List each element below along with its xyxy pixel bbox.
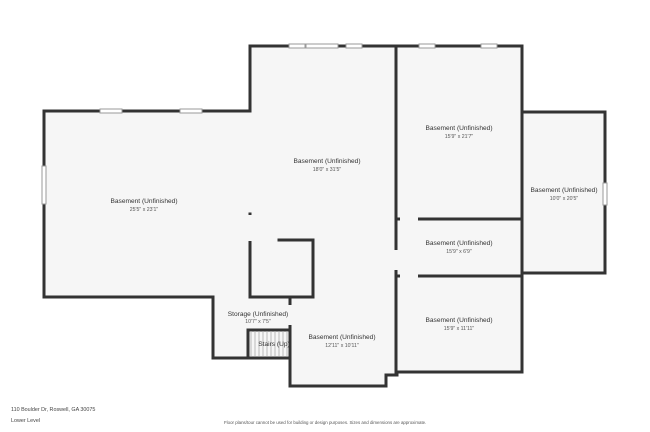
room-name: Basement (Unfinished) xyxy=(425,125,492,132)
address-text: 110 Boulder Dr, Roswell, GA 30075 xyxy=(11,407,96,413)
disclaimer-text: Floor plans/tour cannot be used for buil… xyxy=(224,420,427,425)
room-labels: Basement (Unfinished) 25'5" x 23'1" Base… xyxy=(110,125,597,349)
door-opening xyxy=(288,305,292,325)
room-dimensions: 18'0" x 31'5" xyxy=(313,167,342,173)
room-name: Basement (Unfinished) xyxy=(308,334,375,341)
room-name: Basement (Unfinished) xyxy=(425,240,492,247)
room-fills xyxy=(44,46,605,386)
room-dimensions: 10'7" x 7'5" xyxy=(245,319,271,325)
door-openings xyxy=(248,215,418,325)
window xyxy=(179,108,203,114)
window xyxy=(345,43,363,49)
room-dimensions: 15'9" x 6'9" xyxy=(446,249,472,255)
window xyxy=(288,43,306,49)
window xyxy=(602,182,608,206)
room-dimensions: 12'11" x 10'11" xyxy=(325,343,359,349)
room-name: Basement (Unfinished) xyxy=(110,198,177,205)
window xyxy=(305,43,339,49)
wall-stairs xyxy=(246,328,292,360)
room-name: Stairs (Up) xyxy=(258,341,290,348)
room-dimensions: 15'9" x 21'7" xyxy=(445,134,474,140)
door-opening xyxy=(400,274,418,278)
door-opening xyxy=(400,217,418,221)
windows xyxy=(41,43,608,206)
room-name: Basement (Unfinished) xyxy=(425,317,492,324)
wall-chase xyxy=(248,238,315,299)
stair-treads xyxy=(250,331,288,356)
room-name: Basement (Unfinished) xyxy=(293,158,360,165)
room-fill-main xyxy=(44,46,605,386)
door-opening xyxy=(248,215,252,241)
room-dimensions: 10'0" x 20'5" xyxy=(550,196,579,202)
window xyxy=(418,43,436,49)
window xyxy=(99,108,123,114)
room-name: Basement (Unfinished) xyxy=(530,187,597,194)
room-name: Storage (Unfinished) xyxy=(228,311,288,318)
window xyxy=(41,165,47,205)
room-dimensions: 25'5" x 23'1" xyxy=(130,207,159,213)
door-opening xyxy=(394,250,398,270)
level-name: Lower Level xyxy=(11,418,41,424)
window xyxy=(480,43,498,49)
room-dimensions: 15'9" x 11'11" xyxy=(444,326,475,332)
